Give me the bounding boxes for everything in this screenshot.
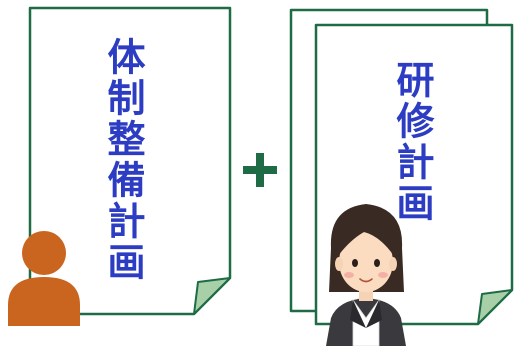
right-document-curl <box>477 289 513 325</box>
person-icon <box>8 231 80 326</box>
left-document-title: 体制整備計画 <box>101 37 145 283</box>
woman-cheek-left <box>344 272 354 278</box>
woman-ear-left <box>335 257 343 271</box>
person-icon-head <box>22 231 66 275</box>
woman-mouth <box>359 278 373 283</box>
woman-eye-left <box>352 259 358 267</box>
plus-vertical <box>256 153 264 187</box>
right-document-title: 研修計画 <box>390 60 434 224</box>
woman-lapel-left <box>350 300 366 328</box>
person-icon-body <box>8 277 80 326</box>
woman-eye-right <box>374 259 380 267</box>
businesswoman-illustration <box>326 204 406 346</box>
woman-shirt <box>352 298 380 346</box>
woman-ear-right <box>389 257 397 271</box>
woman-cheek-right <box>378 272 388 278</box>
left-document-curl <box>193 277 231 315</box>
woman-bangs <box>337 212 395 256</box>
woman-lapel-right <box>366 300 382 328</box>
plus-sign <box>243 153 277 187</box>
